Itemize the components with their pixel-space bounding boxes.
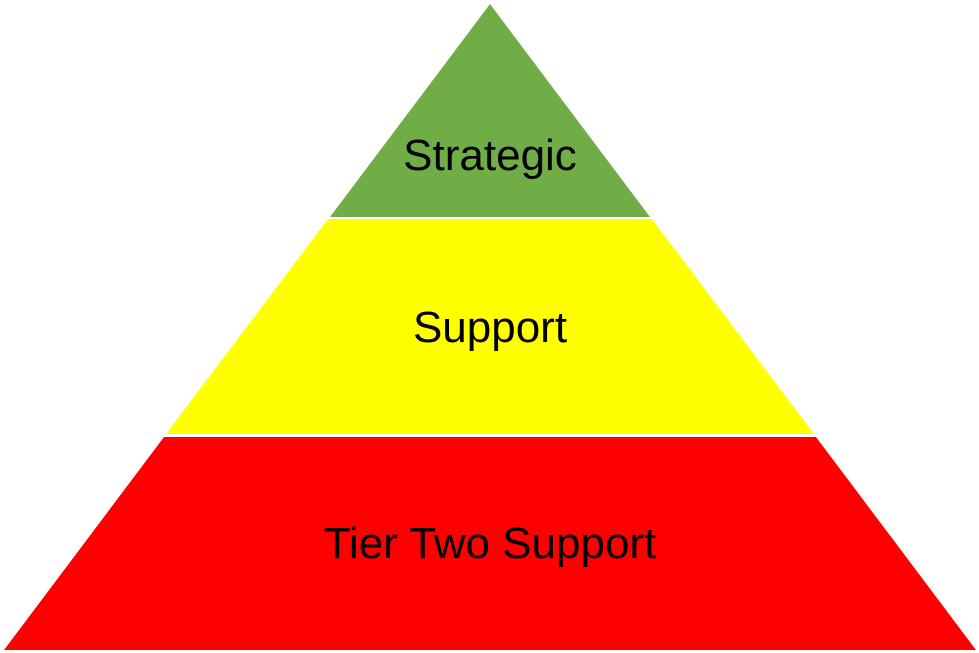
pyramid-level-tier-two-support [4,437,976,650]
pyramid-level-support [166,219,814,434]
label-strategic: Strategic [403,131,577,180]
label-tier-two-support: Tier Two Support [324,519,657,568]
label-support: Support [413,303,567,352]
pyramid-level-strategic [330,4,650,217]
